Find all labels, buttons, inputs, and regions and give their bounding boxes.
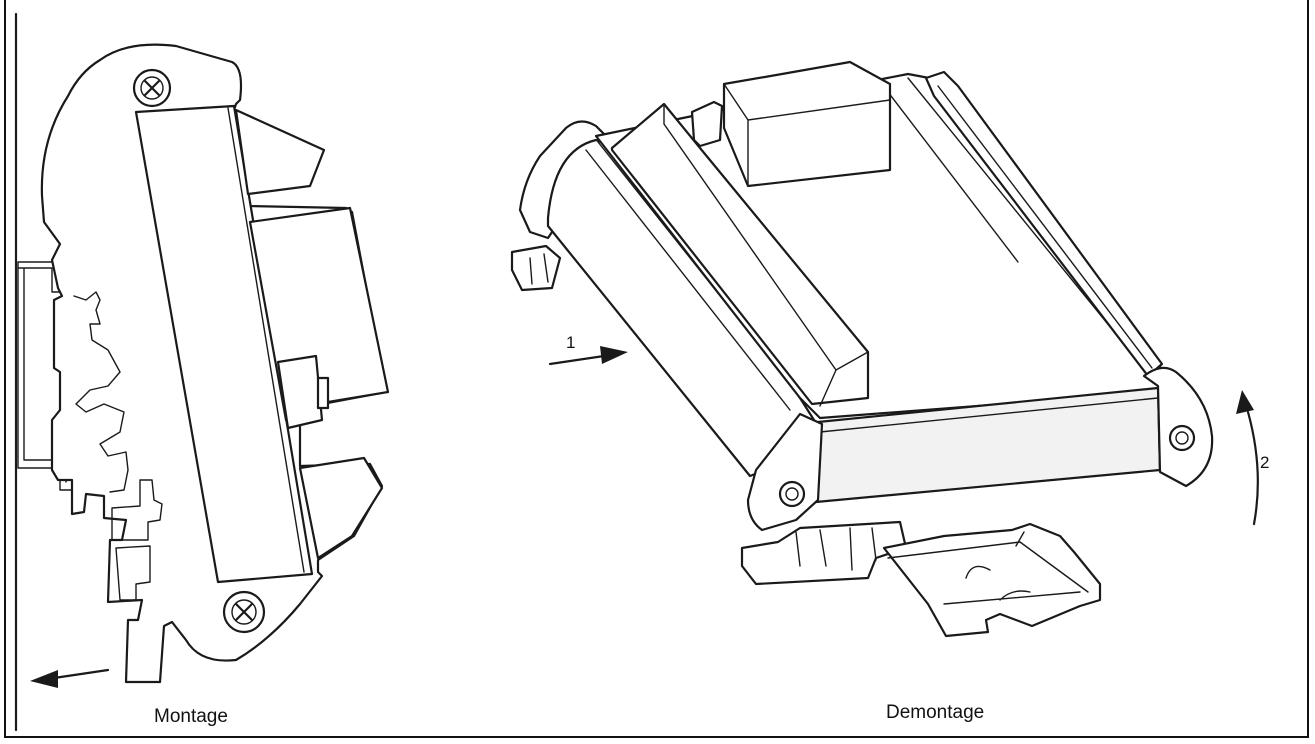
relay-box [722, 60, 892, 188]
small-connector [690, 100, 724, 148]
rear-foot-clip-detail [529, 253, 549, 285]
step-2-arrow-icon [1236, 390, 1259, 526]
front-end-cap-left [746, 412, 824, 532]
top-screw-icon [132, 68, 172, 108]
upper-terminal-block [234, 108, 326, 196]
groove-line [937, 85, 1153, 369]
connector-latch [316, 376, 330, 410]
montage-illustration: Montage [14, 12, 390, 732]
din-rail-detail [887, 531, 1089, 605]
step-1-label: 1 [566, 333, 575, 352]
latch-spring-upper [111, 479, 163, 541]
terminal-block-edges [663, 103, 869, 407]
relay-box-edges [723, 83, 891, 187]
rear-foot-clip [510, 244, 562, 292]
latch-spring-lower [115, 545, 151, 601]
side-plate-latch-cutout [73, 291, 129, 493]
step-1-arrow-icon [548, 346, 628, 366]
lower-terminal-block [298, 456, 384, 560]
front-left-screw-icon [778, 480, 806, 508]
bottom-screw-icon [222, 590, 266, 634]
housing-front-panel [134, 104, 314, 584]
front-panel-edge-line [227, 107, 305, 573]
montage-arrow-icon [30, 668, 110, 688]
din-rail [882, 522, 1102, 638]
montage-label: Montage [154, 706, 228, 727]
front-foot-clip-slots [795, 527, 877, 571]
demontage-label: Demontage [886, 702, 984, 723]
demontage-illustration: 1 2 Demontage [510, 60, 1269, 723]
front-face-edge-line [819, 397, 1159, 433]
step-2-label: 2 [1260, 453, 1269, 472]
front-right-screw-icon [1168, 424, 1196, 452]
top-terminal-block [610, 102, 870, 406]
middle-connector-tab [276, 354, 324, 430]
